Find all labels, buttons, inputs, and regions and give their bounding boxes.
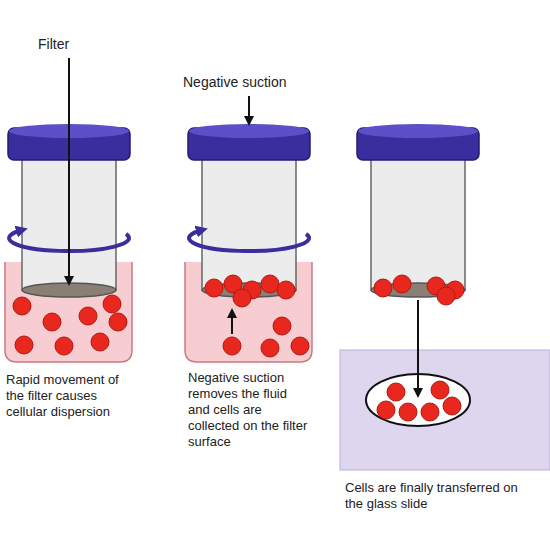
cell — [387, 383, 405, 401]
cells — [13, 295, 127, 355]
cell — [261, 339, 279, 357]
step-caption: Cells are finally transferred on the gla… — [345, 480, 535, 512]
cell — [399, 403, 417, 421]
step-caption: Negative suction removes the fluid and c… — [188, 370, 310, 450]
cell — [261, 275, 279, 293]
device-one — [5, 58, 132, 362]
glass-slide — [340, 350, 550, 470]
callout-label: Negative suction — [183, 74, 333, 90]
cell — [79, 307, 97, 325]
cells — [205, 275, 309, 357]
cell — [205, 279, 223, 297]
pointer-arrow — [68, 58, 70, 284]
tube — [371, 158, 465, 290]
cell — [15, 336, 33, 354]
cell — [91, 333, 109, 351]
cell — [377, 401, 395, 419]
cap-top — [189, 124, 309, 138]
cell — [291, 337, 309, 355]
rotation-arrow — [189, 230, 309, 251]
cell — [393, 275, 411, 293]
device-three — [357, 124, 479, 426]
cap-top — [358, 124, 478, 138]
tube — [202, 158, 296, 290]
cell — [109, 313, 127, 331]
cell — [374, 279, 392, 297]
suction-arrow — [248, 96, 250, 124]
cell — [277, 281, 295, 299]
step-caption: Rapid movement of the filter causes cell… — [6, 372, 138, 420]
transfer-arrow — [417, 300, 419, 396]
cell — [103, 295, 121, 313]
callout-label: Filter — [38, 36, 118, 52]
filter — [22, 283, 116, 297]
cell — [223, 337, 241, 355]
cell — [13, 297, 31, 315]
cell — [437, 287, 455, 305]
cell — [431, 381, 449, 399]
cell — [55, 337, 73, 355]
cell — [443, 397, 461, 415]
cell — [421, 403, 439, 421]
device-two — [185, 96, 312, 362]
flow-arrow — [231, 310, 233, 334]
cell — [43, 313, 61, 331]
cell — [233, 289, 251, 307]
cell — [273, 317, 291, 335]
